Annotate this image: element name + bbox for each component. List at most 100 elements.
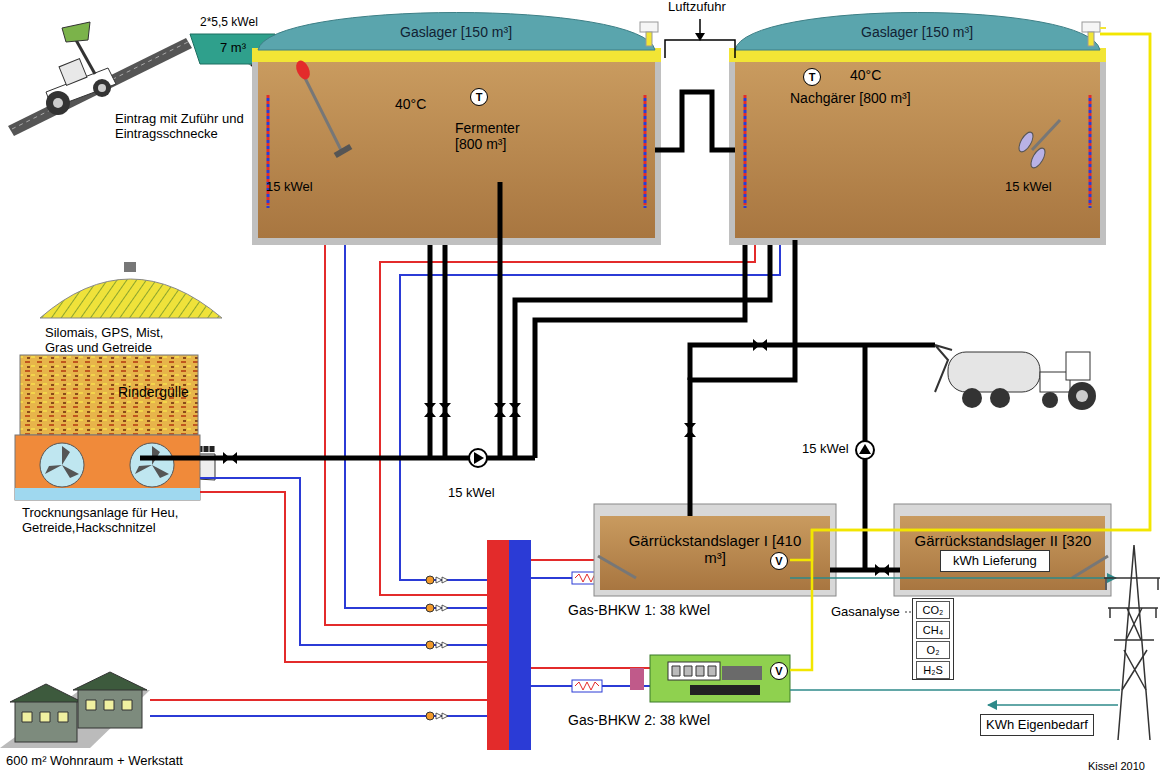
pipe-connector: [830, 568, 900, 573]
drawing-rect: [690, 685, 760, 695]
drawing-line: [1072, 556, 1108, 578]
drawing-use: [426, 604, 448, 612]
gas-component: O₂: [916, 641, 950, 659]
drawing-rect: [594, 504, 836, 596]
drawing-rect: [646, 32, 652, 46]
gas-component: CH₄: [916, 621, 950, 639]
drawing-path: [575, 682, 599, 690]
drawing-use: [439, 403, 451, 417]
drawing-line: [598, 556, 636, 578]
drawing-rect: [487, 540, 509, 750]
drawing-path: [988, 704, 1118, 706]
node-text: 40°C: [850, 67, 881, 83]
annotation-label: Kissel 2010: [1088, 760, 1145, 773]
digestate-store: Gärrückstandslager I [410 m³]: [600, 516, 830, 590]
drawing-circle: [856, 441, 874, 459]
annotation-label: Rindergülle: [118, 384, 189, 400]
gas-store: Gaslager [150 m³]: [735, 6, 1100, 52]
drawing-line: [744, 98, 747, 208]
annotation-label: 2*5,5 kWel: [200, 16, 258, 30]
drawing-circle: [46, 91, 70, 115]
power-box: KWh Eigenbedarf: [980, 714, 1094, 736]
post-digester-tank: 40°C Nachgärer [800 m³] 15 kWel: [735, 62, 1100, 240]
drawing-path: [430, 182, 500, 458]
drawing-path: [200, 478, 487, 645]
drawing-circle: [962, 388, 982, 408]
drawing-path: [325, 245, 487, 625]
drawing-rect: [1066, 352, 1090, 380]
node-text: 15 kWel: [1005, 180, 1052, 195]
drawing-rect: [124, 262, 136, 272]
drawing-line: [1089, 98, 1092, 208]
annotation-label: Luftzufuhr: [668, 0, 726, 15]
hopper: 7 m³: [190, 34, 275, 64]
annotation-label: 15 kWel: [802, 442, 849, 457]
drawing-path: [1118, 545, 1150, 740]
drawing-line: [1032, 120, 1060, 150]
drawing-use: [426, 576, 448, 584]
drawing-use: [753, 339, 767, 351]
drawing-path: [258, 13, 655, 51]
gauge-symbol: V: [770, 552, 788, 570]
drawing-rect: [59, 59, 87, 86]
drawing-rect: [334, 144, 353, 158]
drawing-path: [1100, 27, 1106, 29]
drawing-polygon: [62, 22, 90, 42]
drawing-rect: [20, 355, 198, 435]
node-text: Gas-BHKW 1: 38 kWel: [568, 602, 710, 618]
drawing-rect: [15, 488, 200, 500]
node-text: Gaslager [150 m³]: [400, 24, 512, 40]
gas-component: H₂S: [916, 661, 950, 679]
drawing-path: [690, 345, 935, 380]
drawing-circle: [1076, 390, 1088, 402]
drawing-path: [1104, 578, 1160, 640]
drawing-path: [695, 33, 705, 41]
drawing-rect: [650, 655, 790, 702]
drawing-use: [223, 452, 237, 464]
pipe-connector: [790, 34, 1150, 670]
fermenter-tank: 15 kWel40°CFermenter [800 m³]: [258, 62, 655, 240]
drawing-line: [305, 78, 342, 152]
drawing-rect: [729, 55, 1106, 245]
drawing-circle: [1068, 382, 1096, 410]
drawing-rect: [900, 516, 1105, 590]
drawing-circle: [93, 79, 111, 97]
drawing-rect: [15, 435, 200, 500]
gauge-symbol: T: [803, 68, 821, 86]
node-text: Nachgärer [800 m³]: [790, 90, 911, 106]
drawing-use: [426, 641, 448, 649]
gauge-symbol: V: [770, 662, 788, 680]
drawing-polygon: [10, 684, 82, 702]
gas-store: Gaslager [150 m³]: [258, 6, 655, 52]
gauge-symbol: T: [470, 88, 488, 106]
drawing-line: [76, 40, 95, 74]
annotation-label: Eintrag mit Zuführ und Eintragsschnecke: [115, 112, 260, 142]
drawing-line: [905, 612, 911, 613]
drawing-path: [672, 666, 716, 676]
drawing-circle: [990, 388, 1010, 408]
drawing-rect: [600, 516, 830, 590]
node-text: KWh Eigenbedarf: [986, 718, 1088, 733]
drawing-path: [200, 492, 487, 662]
node-text: 40°C: [395, 96, 426, 112]
drawing-rect: [894, 504, 1111, 596]
drawing-circle: [469, 449, 487, 467]
drawing-path: [665, 40, 735, 58]
drawing-rect: [948, 352, 1040, 392]
drawing-use: [426, 712, 448, 720]
node-text: kWh Lieferung: [953, 554, 1037, 569]
drawing-rect: [509, 540, 531, 750]
chp-unit: Gas-BHKW 1: 38 kWel: [650, 545, 790, 592]
drawing-path: [345, 245, 487, 608]
annotation-label: Silomais, GPS, Mist, Gras und Getreide: [45, 326, 195, 356]
drawing-rect: [735, 62, 1100, 238]
pipe-connector: [655, 92, 735, 150]
drawing-ellipse: [293, 58, 312, 81]
drawing-polygon: [73, 672, 147, 690]
drawing-path: [859, 444, 871, 454]
drawing-path: [45, 446, 169, 478]
drawing-path: [22, 700, 132, 722]
node-text: Gaslager [150 m³]: [861, 24, 973, 40]
power-box: kWh Lieferung: [940, 550, 1050, 572]
